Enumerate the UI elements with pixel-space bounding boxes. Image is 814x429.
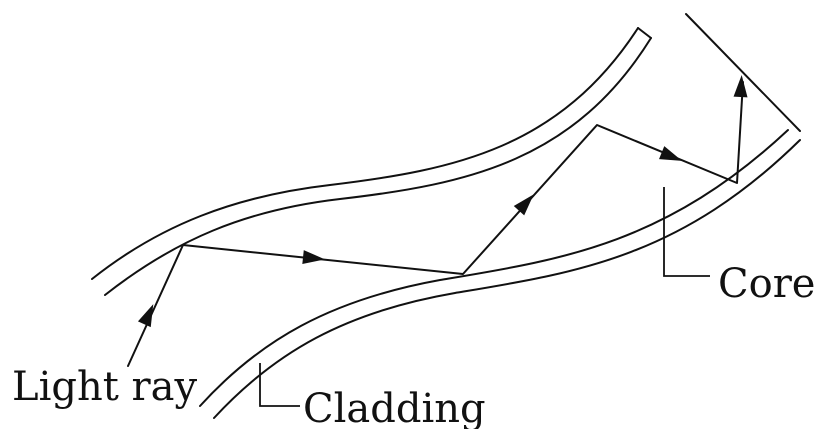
cladding-upper-inner-wall (104, 37, 652, 296)
cladding-label: Cladding (303, 386, 486, 429)
ray-arrowhead-segment-2 (513, 194, 534, 216)
ray-arrowhead-exit (733, 75, 748, 98)
cladding-upper-outer-wall (91, 27, 639, 280)
ray-arrowhead-incoming (137, 304, 154, 328)
cladding-leader-line (259, 363, 300, 407)
cladding-lower-inner-wall (199, 129, 789, 407)
light-ray-label: Light ray (12, 364, 197, 410)
ray-arrowhead-segment-1 (302, 250, 325, 265)
core-leader-line (663, 187, 710, 277)
fiber-end-face (685, 13, 801, 132)
core-label: Core (718, 261, 814, 307)
fiber-end-face-inner (637, 27, 652, 39)
ray-arrowhead-segment-3 (659, 146, 683, 161)
cladding-lower-outer-wall (213, 139, 801, 419)
